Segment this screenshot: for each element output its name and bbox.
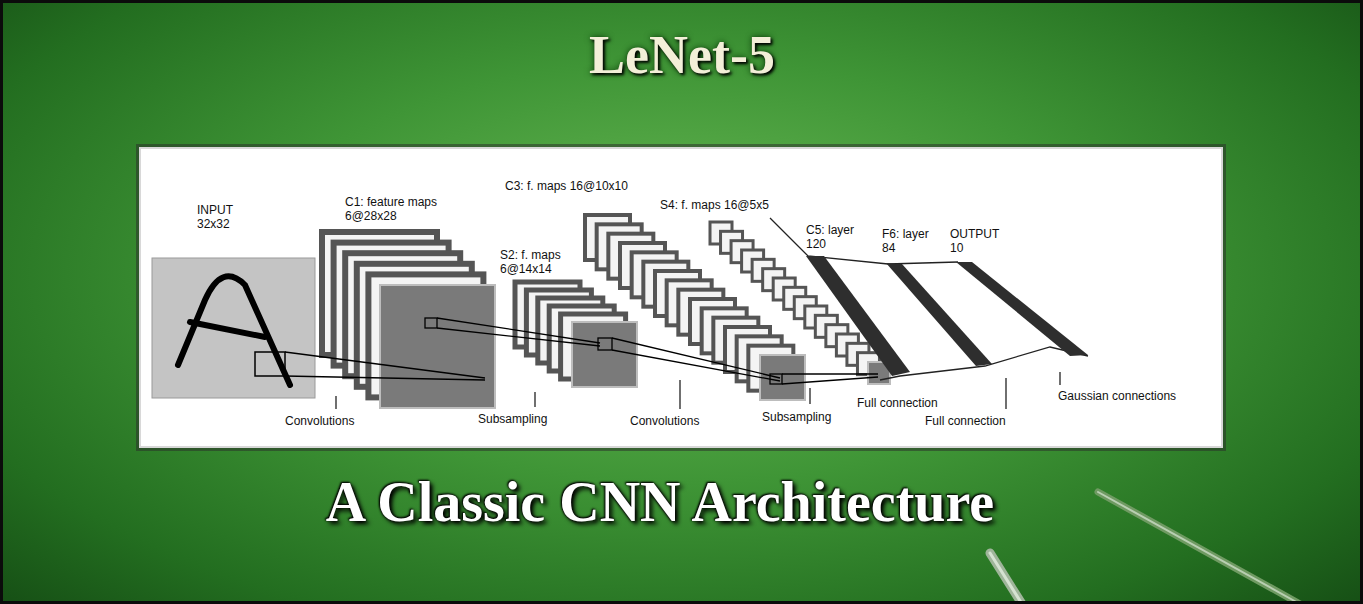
grass-stem [990,492,1300,604]
layer-stack: C3: f. maps 16@10x10 [505,180,665,194]
letter-a [178,276,290,385]
layer-label: C5: layer 120 [806,224,868,252]
stage-label: Full connection [925,415,1006,429]
layer-label: S2: f. maps 6@14x14 [500,249,576,277]
layer-label: INPUT 32x32 [197,204,249,232]
stage-label-box: Subsampling [478,413,547,427]
stage-label: Convolutions [285,415,354,429]
letter-a-bar [190,322,265,337]
stage-label-box: Convolutions [630,415,699,429]
feature-map [380,285,495,408]
stage-label: Convolutions [630,415,699,429]
layer-label: OUTPUT 10 [950,228,1006,256]
layer-stack: C5: layer 120 [806,224,868,252]
panel-shadow [136,144,1226,451]
input-image [152,258,315,398]
stage-label: Full connection [857,397,938,411]
stage-label: Gaussian connections [1058,390,1176,404]
feature-map [760,355,805,400]
layer-stack: S2: f. maps 6@14x14 [500,249,576,277]
stage-label-box: Convolutions [285,415,354,429]
stage-label-box: Subsampling [762,411,831,425]
layer-stack: C1: feature maps 6@28x28 [345,196,457,224]
stage-label-box: Full connection [925,415,1006,429]
diagram-panel [140,148,1222,447]
layer-stack: S4: f. maps 16@5x5 [660,199,800,213]
stage-label-box: Full connection [857,397,938,411]
dense-layers [770,218,1088,380]
stage-label: Subsampling [478,413,547,427]
layer-stack: F6: layer 84 [882,228,942,256]
stage-label: Subsampling [762,411,831,425]
stage-label-box: Gaussian connections [1058,390,1176,404]
layer-stack: INPUT 32x32 [197,204,249,232]
layer-label: C1: feature maps 6@28x28 [345,196,457,224]
layer-label: S4: f. maps 16@5x5 [660,199,800,213]
tick-marks [336,372,1060,409]
feature-map [572,322,637,387]
receptive-field [255,352,285,376]
diagram-caption: A Classic CNN Architecture [210,470,1110,534]
caption-block: A Classic CNN Architecture [210,470,1110,534]
title-block: LeNet-5 [282,24,1082,86]
layer-stack: OUTPUT 10 [950,228,1006,256]
layer-label: C3: f. maps 16@10x10 [505,180,665,194]
layer-label: F6: layer 84 [882,228,942,256]
projection-lines [285,318,898,384]
diagram-title: LeNet-5 [282,24,1082,86]
